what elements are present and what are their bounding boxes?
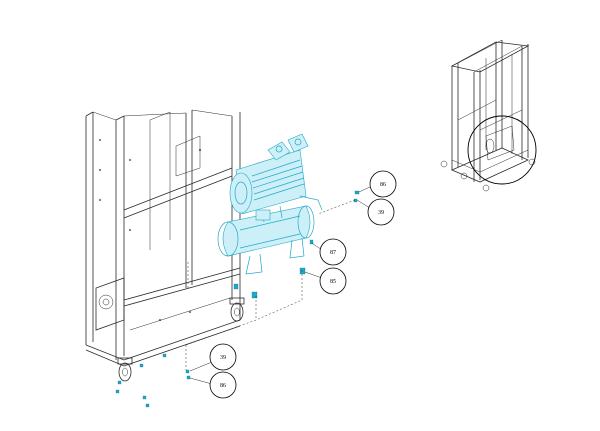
bolt-mid-85a <box>299 267 306 275</box>
assembly-lines <box>185 199 356 370</box>
callout-label: 39 <box>220 355 226 361</box>
bolt-loose-1 <box>117 380 122 385</box>
callout-label: 87 <box>330 250 336 256</box>
bolt-loose-5 <box>145 403 150 408</box>
detail-highlight-circle <box>467 115 537 185</box>
callout-85: 85 <box>319 267 347 295</box>
bolt-shelf <box>233 283 239 290</box>
caster-front-left <box>117 357 133 382</box>
compressor-assembly <box>217 133 323 275</box>
bolt-top-86 <box>354 190 360 195</box>
bolt-bottom-a <box>185 369 190 374</box>
bolt-top-39 <box>353 198 358 203</box>
callout-86-bottom: 86 <box>209 371 237 399</box>
callout-label: 39 <box>378 210 384 216</box>
bolt-loose-2 <box>139 363 144 368</box>
bolt-loose-3 <box>162 353 167 358</box>
callout-39-top: 39 <box>367 198 395 226</box>
callout-39-bottom: 39 <box>209 343 237 371</box>
callout-87: 87 <box>319 238 347 266</box>
caster-wheels <box>117 297 245 382</box>
fasteners <box>115 190 360 408</box>
callout-label: 86 <box>220 383 226 389</box>
callout-label: 86 <box>380 182 386 188</box>
callout-label: 85 <box>330 279 336 285</box>
bolt-mid-87 <box>309 239 314 245</box>
callout-86-top: 86 <box>369 170 397 198</box>
bolt-mid-85b <box>251 291 258 299</box>
caster-back-right <box>229 297 245 322</box>
bolt-loose-6 <box>115 389 120 394</box>
overview-thumbnail <box>440 39 537 192</box>
main-frame <box>85 109 241 367</box>
bolt-loose-4 <box>142 395 147 400</box>
bolt-bottom-b <box>186 375 191 380</box>
